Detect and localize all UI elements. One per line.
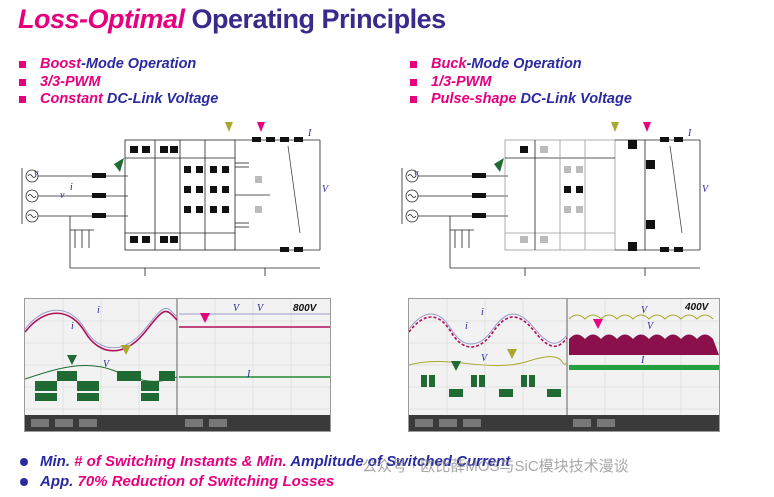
voltage-badge: 800V	[293, 303, 317, 314]
bullet-text-pink: Buck	[431, 56, 467, 72]
scope-label: V	[103, 359, 110, 370]
square-bullet-icon	[410, 78, 417, 86]
i-label: i	[70, 182, 73, 193]
scope-label: V	[641, 305, 648, 316]
scope-label: V	[233, 303, 240, 314]
scope-label: V	[481, 353, 488, 364]
boost-mode-schematic	[21, 122, 321, 276]
pink-marker-icon	[643, 122, 651, 132]
bullet-text-pink: # of Switching Instants & Min.	[74, 453, 291, 470]
title-rest: Operating Principles	[184, 4, 447, 34]
scope-label: V	[647, 321, 654, 332]
square-bullet-icon	[410, 61, 417, 68]
page-title: Loss-Optimal Operating Principles	[18, 4, 446, 35]
list-item: Pulse-shape DC-Link Voltage	[409, 91, 632, 109]
vin-label: v	[414, 168, 419, 179]
scope-label: i	[97, 305, 100, 316]
bullet-text-pink: 70% Reduction of Switching Losses	[77, 473, 335, 490]
green-marker-icon	[114, 158, 124, 172]
list-item: Min. # of Switching Instants & Min. Ampl…	[20, 452, 510, 472]
bullet-text-blue: DC-Link Voltage	[520, 91, 632, 107]
left-bullet-list: Boost-Mode Operation 3/3-PWM Constant DC…	[18, 56, 218, 109]
list-item: Buck-Mode Operation	[409, 56, 632, 74]
green-marker-icon	[67, 355, 77, 365]
scope-label: i	[465, 321, 468, 332]
bullet-text-blue: Min.	[40, 453, 75, 470]
buck-mode-schematic	[401, 122, 701, 276]
olive-marker-icon	[507, 349, 517, 359]
round-bullet-icon	[20, 458, 28, 466]
v-label: v	[60, 190, 65, 201]
bullet-text-pink: 3/3-PWM	[40, 73, 101, 90]
bullet-text-pink: Pulse-shape	[431, 91, 521, 107]
scope-label: i	[71, 321, 74, 332]
bullet-text-blue: Amplitude of Switched Current	[290, 453, 511, 470]
list-item: 3/3-PWM	[18, 74, 218, 92]
square-bullet-icon	[19, 96, 26, 103]
round-bullet-icon	[20, 478, 28, 486]
voltage-badge: 400V	[685, 302, 709, 313]
list-item: App. 70% Reduction of Switching Losses	[20, 472, 510, 492]
vout-label: V	[322, 184, 329, 195]
bullet-text-blue: -Mode Operation	[81, 56, 197, 72]
pink-marker-icon	[257, 122, 265, 132]
square-bullet-icon	[19, 78, 26, 86]
scope-label: I	[641, 355, 645, 366]
pink-marker-icon	[200, 313, 210, 323]
watermark: 公众号 · 欧比薛MOS与SiC模块技术漫谈	[362, 458, 629, 475]
bullet-text-pink: Constant	[40, 91, 107, 107]
scope-panel-boost: 800V i V V i V I	[24, 298, 331, 432]
list-item: Constant DC-Link Voltage	[18, 91, 218, 109]
bullet-text-blue: DC-Link Voltage	[106, 91, 219, 107]
title-highlight: Loss-Optimal	[18, 4, 185, 34]
scope-label: i	[481, 307, 484, 318]
bullet-text-blue: -Mode Operation	[466, 56, 582, 72]
green-marker-icon	[494, 158, 504, 172]
square-bullet-icon	[19, 61, 26, 68]
iout-label: I	[308, 128, 312, 139]
olive-marker-icon	[121, 345, 131, 355]
bottom-bullet-list: Min. # of Switching Instants & Min. Ampl…	[20, 452, 510, 492]
olive-marker-icon	[611, 122, 619, 132]
olive-marker-icon	[225, 122, 233, 132]
list-item: 1/3-PWM	[409, 74, 632, 92]
scope-label: V	[257, 303, 264, 314]
bullet-text-pink: 1/3-PWM	[431, 73, 492, 90]
iout-label: I	[688, 128, 692, 139]
green-marker-icon	[451, 361, 461, 371]
vin-label: v	[34, 168, 39, 179]
pink-marker-icon	[593, 319, 603, 329]
scope-label: I	[247, 369, 251, 380]
scope-panel-buck: 400V i V V i V I	[408, 298, 720, 432]
list-item: Boost-Mode Operation	[18, 56, 218, 74]
square-bullet-icon	[410, 96, 417, 103]
vout-label: V	[702, 184, 709, 195]
bullet-text-pink: Boost	[40, 56, 82, 72]
bullet-text-blue: App.	[40, 473, 78, 490]
right-bullet-list: Buck-Mode Operation 1/3-PWM Pulse-shape …	[409, 56, 632, 109]
